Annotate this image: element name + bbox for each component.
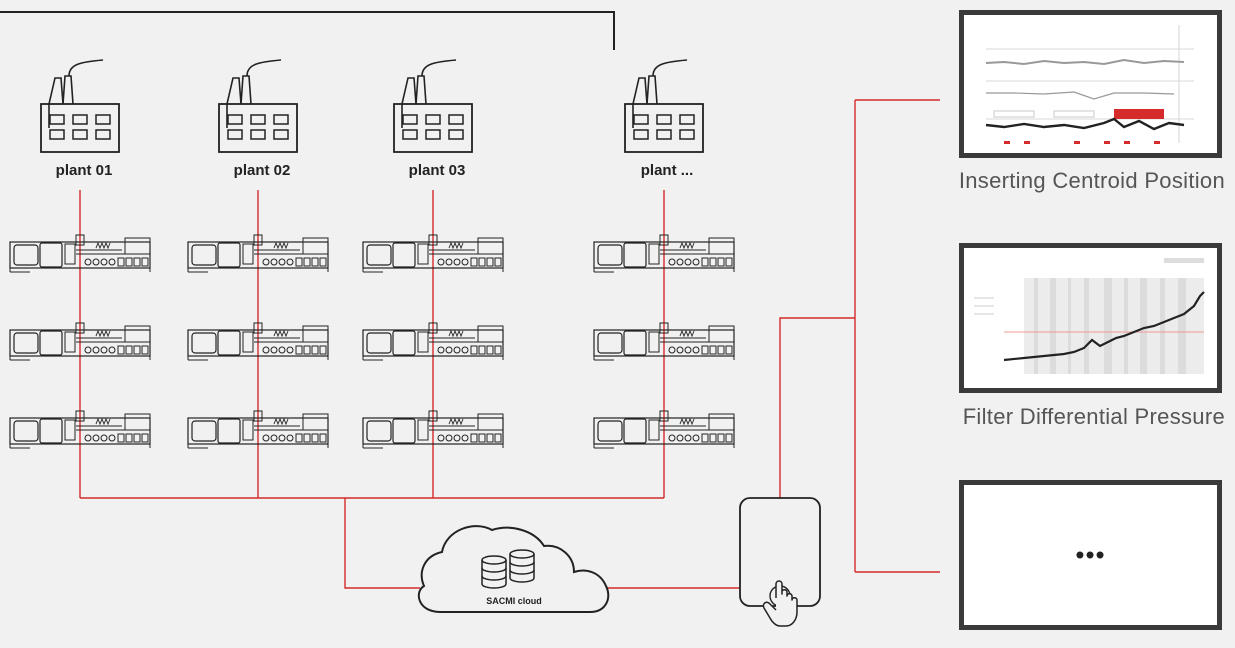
plant-label: plant 01: [56, 162, 113, 179]
cloud-label: SACMI cloud: [486, 596, 542, 606]
panel-content: •••: [964, 485, 1217, 625]
panel-title: Inserting Centroid Position: [958, 168, 1225, 193]
top-frame-line: [0, 11, 615, 50]
plant-label: plant 02: [234, 162, 291, 179]
ellipsis-placeholder: •••: [1075, 539, 1106, 570]
chart-thumbnail: [964, 248, 1217, 388]
placeholder-panel: •••: [959, 480, 1222, 630]
factory-icon: [624, 59, 704, 153]
plant-label: plant ...: [641, 162, 694, 179]
factory-icon: [393, 59, 473, 153]
hand-pointer-icon: [762, 580, 798, 627]
factory-icon: [40, 59, 120, 153]
chart-thumbnail-image: [974, 258, 1205, 374]
chart-thumbnail: [964, 15, 1217, 153]
chart-thumbnail-image: [985, 25, 1194, 144]
panel-title: Filter Differential Pressure: [962, 404, 1225, 429]
chart-panel-pressure: [959, 243, 1222, 393]
plant-label: plant 03: [409, 162, 466, 179]
factory-icon: [218, 59, 298, 153]
tablet-icon: [739, 497, 821, 627]
cloud-icon: SACMI cloud: [417, 525, 610, 613]
chart-panel-centroid: [959, 10, 1222, 158]
network-links: [79, 99, 940, 589]
